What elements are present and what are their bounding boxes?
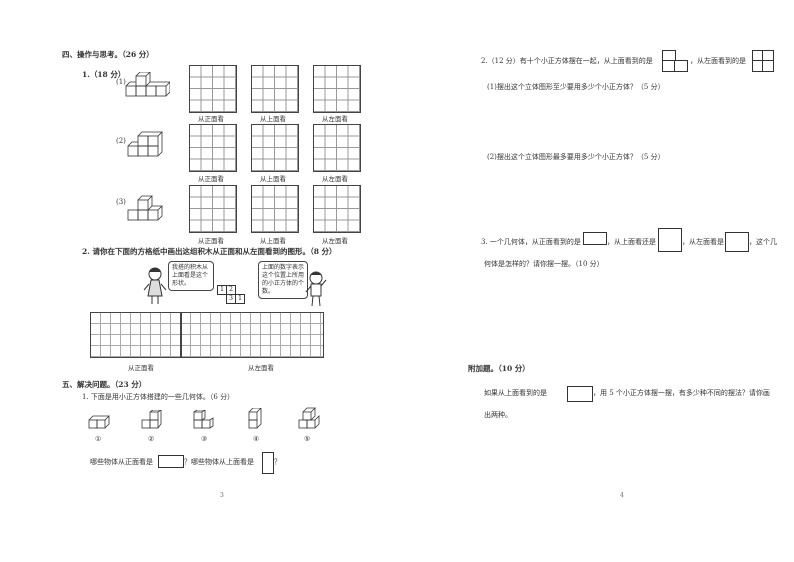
view-label-top: 从上面看 — [260, 115, 286, 123]
answer-grid-front-2[interactable] — [189, 124, 237, 172]
q5-1-text-b: ？哪些物体从上面看是 — [184, 458, 254, 466]
shape-label: ① — [95, 435, 102, 443]
q1-title: 1.（18 分） — [82, 70, 126, 79]
r-q3-text-c: ，从左面看是 — [682, 238, 724, 246]
shape-2-figure — [141, 410, 162, 429]
view-label-left: 从左面看 — [322, 237, 348, 245]
q5-1-text-c: ？ — [274, 458, 281, 466]
cube-figure-2 — [127, 131, 163, 157]
bonus-title: 附加题。（10 分） — [468, 364, 530, 373]
r-q3-front-view-box — [583, 232, 607, 245]
cube-figure-1 — [125, 72, 170, 97]
grid-label-front: 从正面看 — [128, 364, 154, 372]
page-number-left: 3 — [220, 492, 224, 499]
shape-3-figure — [193, 410, 214, 429]
answer-grid-top-3[interactable] — [251, 185, 299, 233]
r-q2-text-a: 2.（12 分）有十个小正方体摆在一起，从上面看到的是 — [481, 57, 653, 65]
shape-label: ③ — [201, 435, 208, 443]
front-view-shape-box — [158, 455, 184, 468]
shape-label: ② — [148, 435, 155, 443]
answer-grid-left-2[interactable] — [313, 124, 361, 172]
top-view-shape-box — [262, 452, 274, 474]
bonus-text-b: ，用 5 个小正方体摆一摆，有多少种不同的摆法？请你画 — [593, 389, 770, 397]
r-q3-line2: 何体是怎样的？请你摆一摆。（10 分） — [484, 260, 604, 268]
r-q3-left-view-box — [725, 232, 749, 252]
answer-grid-front-1[interactable] — [189, 65, 237, 113]
shape-1-figure — [88, 415, 110, 429]
shape-4-figure — [248, 408, 262, 429]
view-label-top: 从上面看 — [260, 175, 286, 183]
bonus-text-a: 如果从上面看到的是 — [484, 389, 547, 397]
answer-grid-top-2[interactable] — [251, 124, 299, 172]
shape-label: ⑤ — [304, 435, 311, 443]
drawing-grid[interactable] — [90, 312, 324, 358]
view-label-front: 从正面看 — [198, 115, 224, 123]
view-label-top: 从上面看 — [260, 237, 286, 245]
top-view-cell: 1 — [235, 294, 245, 304]
r-q2-text-b: ，从左面看到的是 — [690, 57, 746, 65]
answer-grid-left-1[interactable] — [313, 65, 361, 113]
boy-illustration — [305, 271, 327, 307]
section4-title: 四、操作与思考。（26 分） — [62, 50, 154, 59]
r-q3-text-a: 3. 一个几何体，从正面看到的是 — [481, 238, 581, 246]
girl-illustration — [143, 267, 167, 304]
r-q3-text-b: ，从上面看还是 — [607, 238, 656, 246]
view-label-front: 从正面看 — [198, 175, 224, 183]
girl-speech-bubble: 我搭的积木从上面看是这个形状。 — [168, 261, 214, 291]
r-q3-text-d: ，这个几 — [749, 238, 777, 246]
view-label-left: 从左面看 — [322, 115, 348, 123]
view-label-front: 从正面看 — [198, 237, 224, 245]
cube-figure-3 — [127, 195, 163, 221]
q2-title: 2. 请你在下面的方格纸中画出这组积木从正面和从左面看到的图形。（8 分） — [82, 247, 337, 256]
section5-title: 五、解决问题。（23 分） — [62, 380, 147, 389]
r-q3-top-view-box — [658, 228, 682, 252]
page-number-right: 4 — [620, 492, 624, 499]
q5-1-text-a: 哪些物体从正面看是 — [90, 458, 153, 466]
grid-divider — [180, 312, 182, 357]
bonus-top-view-box — [567, 386, 593, 402]
q5-1-text: 1. 下面是用小正方体搭建的一些几何体。（6 分） — [82, 393, 235, 401]
q1-item-label: (2) — [116, 137, 126, 145]
boy-speech-bubble: 上面的数字表示这个位置上所用的小正方体的个数。 — [258, 261, 308, 299]
grid-label-left: 从左面看 — [248, 364, 274, 372]
answer-grid-top-1[interactable] — [251, 65, 299, 113]
bonus-line2: 出两种。 — [484, 411, 512, 419]
r-q2-sub2: (2)摆出这个立体图形最多要用多少个小正方体？（5 分） — [487, 153, 665, 161]
q1-item-label: (1) — [116, 78, 126, 86]
shape-5-figure — [298, 407, 320, 429]
answer-grid-front-3[interactable] — [189, 185, 237, 233]
shape-label: ④ — [253, 435, 260, 443]
view-label-left: 从左面看 — [322, 175, 348, 183]
r-q2-sub1: (1)摆出这个立体图形至少要用多少个小正方体？（5 分） — [487, 83, 665, 91]
q1-item-label: (3) — [116, 198, 126, 206]
answer-grid-left-3[interactable] — [313, 185, 361, 233]
